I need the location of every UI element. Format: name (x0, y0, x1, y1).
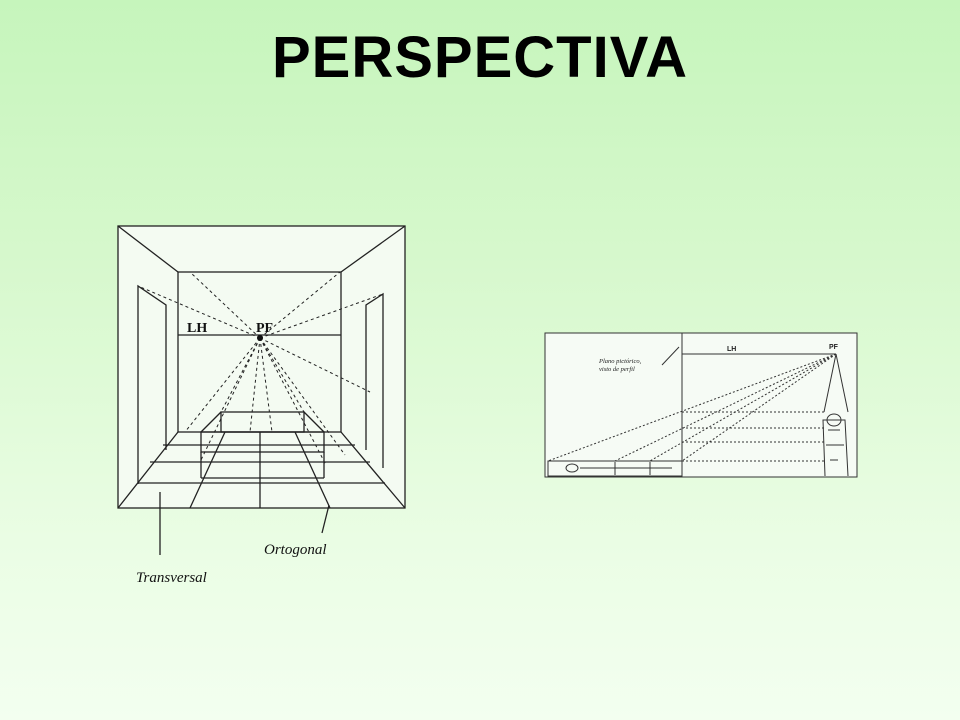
room-edge-top-left (117, 225, 179, 273)
pf-label: PF (256, 321, 273, 336)
profile-view-diagram (544, 332, 858, 478)
room-outer-frame (117, 225, 406, 509)
floor-orthogonal-3 (294, 431, 331, 509)
transversal-label: Transversal (136, 570, 207, 586)
picture-plane-label-line2: visto de perfil (599, 366, 635, 373)
floor-box-top-near (200, 431, 325, 453)
room-edge-top-right (340, 225, 406, 273)
ortogonal-pointer (321, 504, 330, 534)
profile-sight-lines (547, 353, 837, 462)
profile-frame (544, 332, 858, 478)
floor-orthogonal-1 (189, 431, 226, 509)
profile-lh-label: LH (727, 346, 736, 353)
picture-plane-pointer (661, 346, 680, 366)
observer-box (822, 419, 849, 477)
slide-title: PERSPECTIVA (271, 25, 688, 90)
room-perspective-diagram (117, 225, 406, 555)
lh-label: LH (187, 321, 207, 336)
vanishing-lines (137, 271, 384, 466)
picture-plane-label-line1: Plano pictórico, (598, 358, 642, 365)
right-door (365, 292, 384, 468)
left-door (137, 284, 167, 484)
profile-pf-label: PF (829, 344, 839, 351)
vanishing-point (257, 335, 263, 341)
ortogonal-label: Ortogonal (264, 542, 327, 558)
